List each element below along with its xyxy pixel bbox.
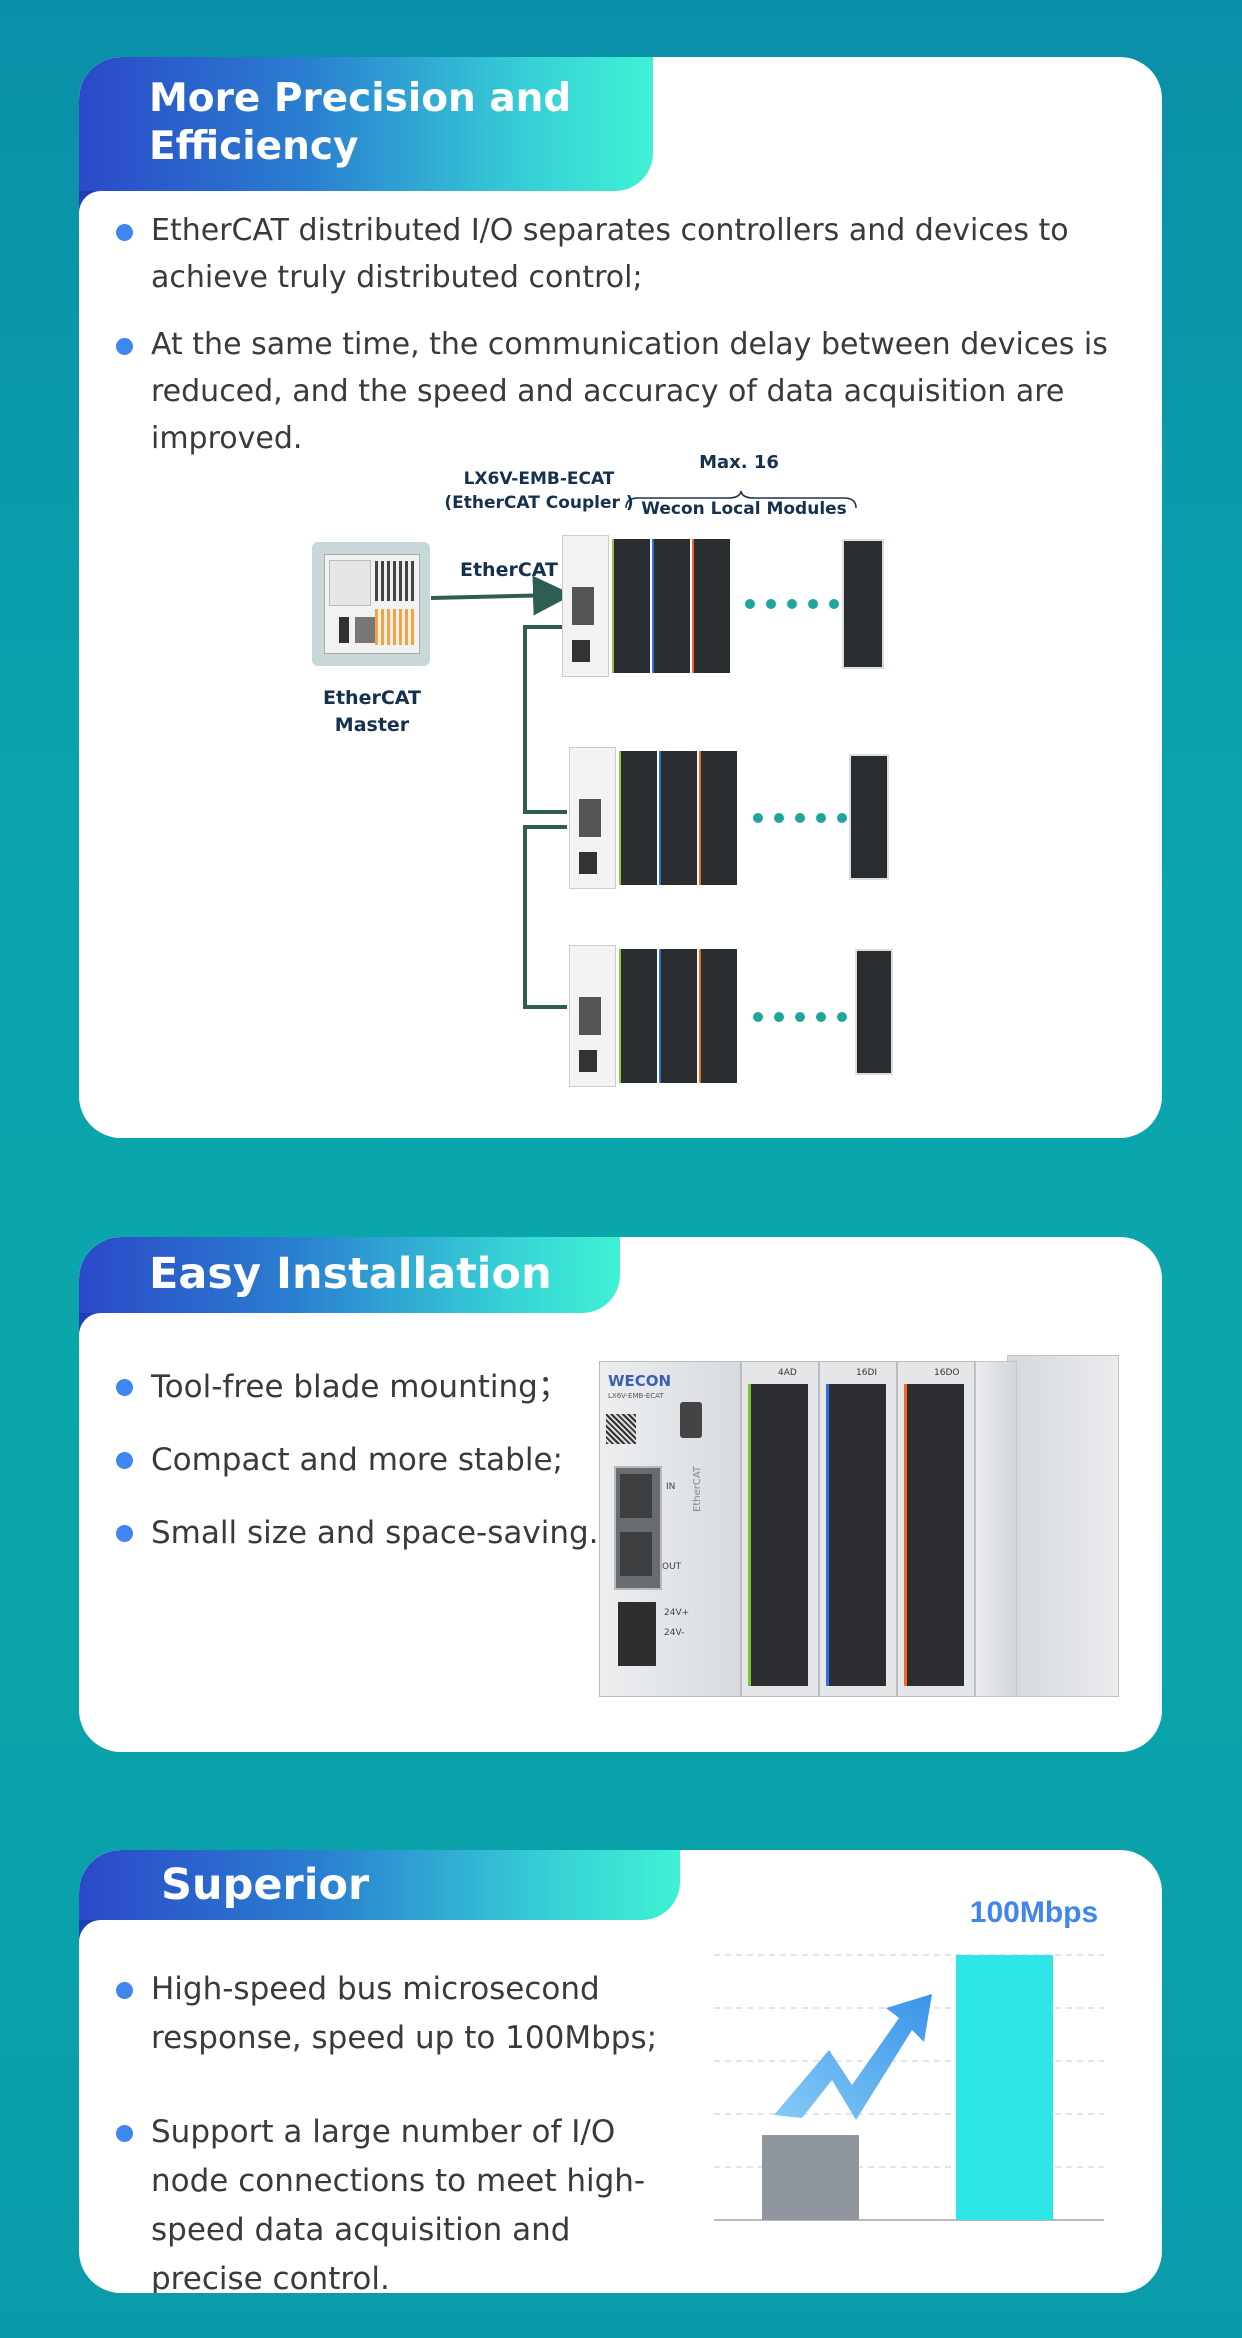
ribbon-tail <box>79 1920 101 1956</box>
bullet-dot-icon <box>116 338 133 355</box>
end-module-2 <box>849 754 889 880</box>
ethercat-master-device <box>312 542 430 666</box>
end-module-1 <box>842 539 884 669</box>
coupler-body: WECON LX6V-EMB-ECAT IN OUT 24V+ 24V- Eth… <box>599 1361 741 1697</box>
list-item: EtherCAT distributed I/O separates contr… <box>116 207 1136 301</box>
bullet-dot-icon <box>116 1452 133 1469</box>
end-module-3 <box>855 949 893 1075</box>
list-item: Compact and more stable; <box>116 1432 616 1488</box>
chart-bar-high <box>956 1955 1053 2220</box>
bullet-dot-icon <box>116 224 133 241</box>
ethercat-topology-diagram: LX6V-EMB-ECAT (EtherCAT Coupler ) Max. 1… <box>79 57 1162 1138</box>
module-4ad: 4AD <box>741 1361 819 1697</box>
bullet-dot-icon <box>116 2125 133 2142</box>
coupler-label: LX6V-EMB-ECAT (EtherCAT Coupler ) <box>444 469 634 513</box>
speed-chart-label: 100Mbps <box>969 1896 1099 1929</box>
list-item: At the same time, the communication dela… <box>116 321 1136 462</box>
bullet-dot-icon <box>116 1982 133 1999</box>
performance-title: Superior Performance <box>161 1860 472 1964</box>
installation-title-ribbon: Easy Installation <box>79 1237 620 1313</box>
io-device-image: WECON LX6V-EMB-ECAT IN OUT 24V+ 24V- Eth… <box>599 1355 1119 1700</box>
installation-bullet-list: Tool-free blade mounting； Compact and mo… <box>116 1359 616 1561</box>
module-16do: 16DO <box>897 1361 975 1697</box>
performance-title-ribbon: Superior Performance <box>79 1850 680 1964</box>
list-item: Tool-free blade mounting； <box>116 1359 616 1415</box>
chart-bar-low <box>762 2135 859 2220</box>
performance-bullet-list: High-speed bus microsecond response, spe… <box>116 1965 676 2293</box>
bullet-dot-icon <box>116 1525 133 1542</box>
list-item: Support a large number of I/O node conne… <box>116 2108 676 2293</box>
list-item: Small size and space-saving. <box>116 1505 616 1561</box>
ribbon-tail <box>79 191 101 227</box>
master-plc-image <box>324 554 420 654</box>
local-modules-label: Wecon Local Modules <box>641 499 847 519</box>
bullet-dot-icon <box>116 1379 133 1396</box>
coupler-rack-2 <box>569 747 749 889</box>
precision-title: More Precision and Efficiency <box>149 76 572 169</box>
precision-card: More Precision and Efficiency EtherCAT d… <box>79 57 1162 1138</box>
master-label: EtherCAT Master <box>323 687 421 736</box>
installation-card: Easy Installation Tool-free blade mounti… <box>79 1237 1162 1752</box>
max-label: Max. 16 <box>699 452 779 473</box>
installation-title: Easy Installation <box>149 1249 552 1299</box>
module-16di: 16DI <box>819 1361 897 1697</box>
ribbon-tail <box>79 1313 101 1349</box>
precision-bullet-list: EtherCAT distributed I/O separates contr… <box>116 207 1136 462</box>
topology-lines <box>430 575 847 1022</box>
performance-card: Superior Performance High-speed bus micr… <box>79 1850 1162 2293</box>
precision-title-ribbon: More Precision and Efficiency <box>79 57 653 191</box>
coupler-rack-1 <box>562 535 742 677</box>
speed-chart: 100Mbps <box>79 1850 1162 2293</box>
list-item: High-speed bus microsecond response, spe… <box>116 1965 676 2063</box>
local-modules-brace <box>625 490 857 509</box>
ethercat-link-label: EtherCAT <box>460 559 558 581</box>
growth-arrow-icon <box>774 1994 932 2120</box>
coupler-rack-3 <box>569 945 749 1087</box>
